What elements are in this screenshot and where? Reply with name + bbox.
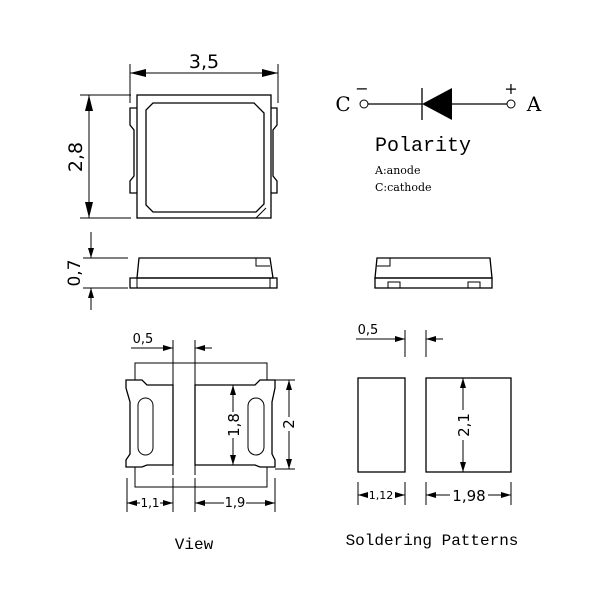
polarity-symbol: C − + A Polarity A:anode C:cathode <box>335 79 541 194</box>
side-lens <box>136 257 274 279</box>
anode-letter: A <box>526 92 542 116</box>
solder-height-label: 2,1 <box>455 413 473 437</box>
plus-sign: + <box>504 79 517 98</box>
right-slot <box>247 397 265 456</box>
inner-height-label: 1,8 <box>225 413 243 437</box>
anode-label: A:anode <box>374 164 420 177</box>
top-view: 3,5 2,8 <box>65 51 279 219</box>
end-view <box>374 257 493 289</box>
bottom-view: 0,5 1,8 2 1,1 1,9 View <box>125 332 298 554</box>
left-slot <box>137 397 154 456</box>
cathode-letter: C <box>335 92 350 116</box>
solder-pad-right <box>425 377 512 473</box>
left-pad-width-label: 1,1 <box>140 496 159 510</box>
pad-height-label: 2 <box>280 419 298 429</box>
solder-right-width-label: 1,98 <box>452 487 485 505</box>
soldering-pattern: 0,5 2,1 1,12 1,98 Soldering Patterns <box>346 323 519 550</box>
minus-sign: − <box>355 79 368 98</box>
side-view: 0,7 <box>65 232 278 310</box>
left-terminal <box>129 107 137 194</box>
thickness-label: 0,7 <box>65 259 85 286</box>
right-pad-width-label: 1,9 <box>225 496 246 511</box>
cathode-label: C:cathode <box>375 181 432 194</box>
solder-pad-left <box>357 377 406 473</box>
diode-triangle <box>422 88 452 120</box>
right-terminal <box>271 107 278 194</box>
solder-left-width-label: 1,12 <box>369 489 394 502</box>
package-body <box>136 94 272 219</box>
width-label: 3,5 <box>189 51 219 73</box>
side-base <box>129 277 278 289</box>
soldering-caption: Soldering Patterns <box>346 532 519 550</box>
polarity-title: Polarity <box>375 135 471 158</box>
bottom-view-caption: View <box>175 536 214 554</box>
cathode-mark <box>255 207 267 219</box>
height-label: 2,8 <box>65 142 87 172</box>
lens-outline <box>145 102 265 213</box>
bottom-gap-label: 0,5 <box>133 332 154 347</box>
solder-gap-label: 0,5 <box>358 323 379 338</box>
